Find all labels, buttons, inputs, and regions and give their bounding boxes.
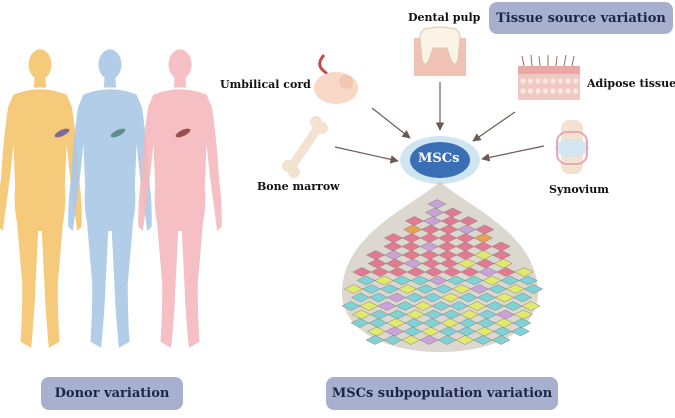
fat-cell: [535, 88, 541, 94]
msc-cell: [513, 309, 534, 320]
msc-node: [400, 136, 480, 184]
fat-cell: [565, 78, 571, 84]
mscs-label: MSCs: [418, 151, 460, 166]
msc-cell: [512, 292, 533, 303]
msc-cell: [512, 318, 532, 328]
msc-cell: [427, 199, 447, 209]
adipose-tissue-icon: [518, 54, 580, 100]
dental-pulp-label: Dental pulp: [408, 11, 481, 24]
msc-cell: [491, 335, 511, 345]
synovium-label: Synovium: [549, 183, 609, 196]
tissue-source-variation-label: Tissue source variation: [489, 2, 673, 34]
tooth-icon: [414, 26, 466, 76]
fat-cell: [572, 88, 579, 94]
msc-cell: [443, 207, 463, 218]
fat-cell: [557, 88, 564, 94]
msc-cell: [458, 216, 479, 226]
msc-subpopulation-cone: [341, 182, 544, 352]
msc-cell: [492, 250, 512, 260]
fat-cell: [550, 78, 556, 84]
mscs-subpopulation-variation-label: MSCs subpopulation variation: [326, 377, 558, 410]
fat-cell: [557, 78, 564, 84]
fat-cell: [550, 88, 556, 94]
fat-cell: [520, 88, 526, 94]
msc-cell: [521, 301, 541, 311]
umbilical-cord-label: Umbilical cord: [220, 78, 311, 91]
msc-cell: [518, 275, 538, 286]
fat-cell: [572, 78, 579, 84]
msc-cell: [475, 224, 495, 235]
fat-cell: [542, 88, 549, 94]
fat-cell: [520, 78, 526, 84]
fat-cell: [565, 88, 571, 94]
msc-cell: [514, 267, 534, 277]
fat-cell: [542, 78, 549, 84]
fat-cell: [527, 88, 534, 94]
msc-cell: [491, 241, 511, 252]
bone-marrow-label: Bone marrow: [257, 180, 340, 193]
fat-cell: [527, 78, 534, 84]
msc-cell: [510, 326, 531, 337]
fat-cell: [535, 78, 541, 84]
msc-cell: [473, 233, 494, 243]
embryo-icon: [314, 53, 358, 104]
bone-icon: [282, 116, 328, 178]
msc-cell: [493, 258, 513, 269]
donor-variation-label: Donor variation: [41, 377, 183, 410]
arrows: [334, 82, 545, 164]
adipose-tissue-label: Adipose tissue: [587, 77, 675, 90]
joint-icon: [555, 120, 589, 174]
msc-cell: [524, 284, 544, 294]
bone-marrow-markers: [54, 128, 191, 138]
